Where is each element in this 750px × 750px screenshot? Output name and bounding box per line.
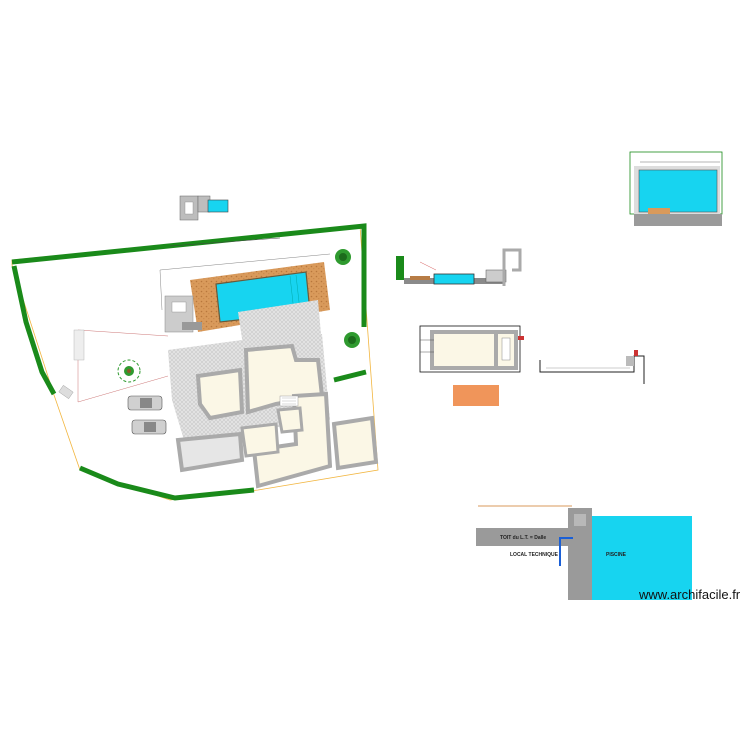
house [175, 343, 379, 489]
tech-room-label: LOCAL TECHNIQUE [510, 552, 559, 558]
tree-icon [335, 249, 351, 265]
tree-icon [344, 332, 360, 348]
pool-house-detail [179, 195, 229, 221]
car-icon [127, 395, 163, 411]
palm-tree-icon [117, 359, 141, 383]
car-icon [131, 419, 167, 435]
pool-plan-detail [629, 151, 723, 226]
section-pool [592, 516, 692, 600]
hedge-north [11, 223, 367, 327]
site-plan [11, 223, 379, 501]
roof-slab [476, 528, 568, 546]
hedge-south [79, 465, 255, 501]
pool-label: PISCINE [606, 552, 627, 558]
hedge-east [333, 369, 367, 383]
tech-room-plan [419, 325, 524, 406]
orange-block [453, 385, 499, 406]
roof-label: TOIT du L.T. = Dalle [500, 535, 546, 541]
hedge-west [11, 265, 57, 396]
watermark: www.archifacile.fr [638, 587, 741, 602]
cross-section: TOIT du L.T. = Dalle LOCAL TECHNIQUE PIS… [476, 505, 692, 600]
pool-side-section [396, 248, 522, 286]
stair-section [539, 350, 645, 384]
